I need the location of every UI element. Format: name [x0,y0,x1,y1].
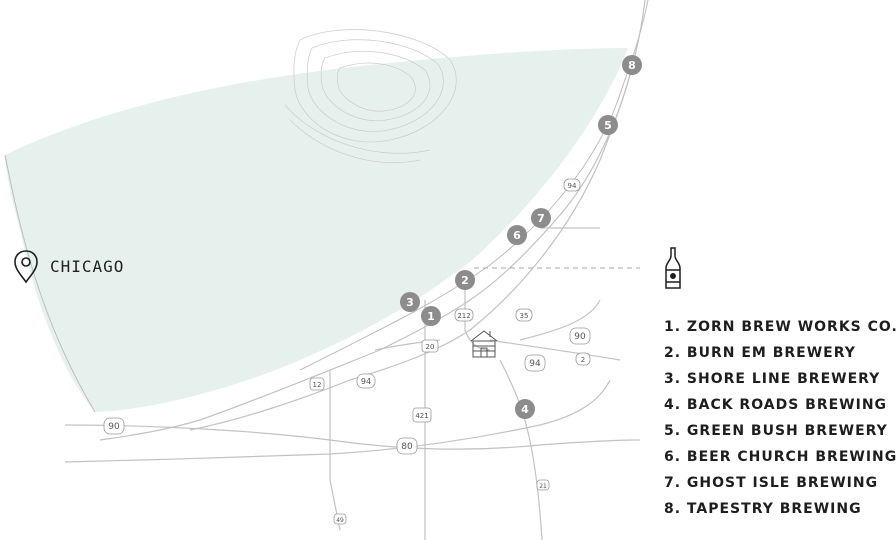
highway-shield-label: 49 [336,517,344,524]
brewery-marker-label: 4 [521,403,529,416]
brewery-marker-label: 8 [628,59,636,72]
highway-shield-label: 90 [574,332,586,342]
legend-item: 4. BACK ROADS BREWING [664,397,888,413]
brewery-marker[interactable] [507,225,527,245]
highway-shield-label: 94 [361,377,371,386]
brewery-marker[interactable] [515,399,535,419]
brewery-marker-label: 7 [537,212,545,225]
brewery-marker[interactable] [531,208,551,228]
shoreline [4,154,96,413]
legend-item: 2. BURN EM BREWERY [664,345,856,361]
brewery-marker[interactable] [455,270,475,290]
highway-shield [356,373,376,389]
brewery-marker[interactable] [598,115,618,135]
highway-shield [563,178,581,192]
contour-lines [284,29,457,163]
highway-shield-label: 90 [108,422,120,432]
highway-shield-label: 94 [529,359,541,369]
highway-shield [309,377,325,391]
highway-shield [454,308,474,322]
highway-shield [575,352,591,366]
legend-item: 1. ZORN BREW WORKS CO. [664,319,896,335]
legend-item: 3. SHORE LINE BREWERY [664,371,881,387]
legend-item: 7. GHOST ISLE BREWING [664,475,879,491]
brewery-marker-label: 1 [427,310,435,323]
highway-shields: 94 35 212 90 20 2 94 12 94 421 90 80 21 … [103,178,591,525]
brewery-marker-label: 5 [604,119,612,132]
highway-shield [536,479,550,491]
highway-shield-label: 421 [415,412,428,420]
highway-shield-label: 21 [539,483,547,490]
brewery-marker[interactable] [622,55,642,75]
brewery-marker-label: 3 [406,296,414,309]
highway-shield [333,513,347,525]
highway-shield-label: 12 [313,381,322,389]
cabin-icon [470,330,498,358]
highway-shield [515,308,533,322]
brewery-legend: 1. ZORN BREW WORKS CO. 2. BURN EM BREWER… [664,314,896,522]
highway-shield [103,417,125,435]
city-label-chicago: CHICAGO [50,257,125,276]
highway-shield-label: 35 [520,312,529,320]
brewery-markers: 1 2 3 4 5 6 7 8 [400,55,642,419]
brewery-marker-label: 2 [461,274,469,287]
legend-item: 5. GREEN BUSH BREWERY [664,423,888,439]
brewery-marker-label: 6 [513,229,521,242]
highway-shield [569,327,591,345]
brewery-marker[interactable] [421,306,441,326]
highway-shield [524,354,546,372]
beer-bottle-icon [665,247,681,289]
legend-item: 8. TAPESTRY BREWING [664,501,862,517]
brewery-marker[interactable] [400,292,420,312]
highway-shield-label: 94 [568,182,577,190]
highway-shield-label: 20 [426,343,435,351]
highway-shield-label: 2 [581,356,585,364]
highway-shield-label: 212 [457,312,470,320]
location-pin-icon [14,250,38,284]
legend-item: 6. BEER CHURCH BREWING [664,449,896,465]
highway-shield [396,437,418,455]
highway-shield-label: 80 [401,442,413,452]
highway-shield [412,407,432,423]
lake [5,48,628,412]
highway-shield [421,339,439,353]
